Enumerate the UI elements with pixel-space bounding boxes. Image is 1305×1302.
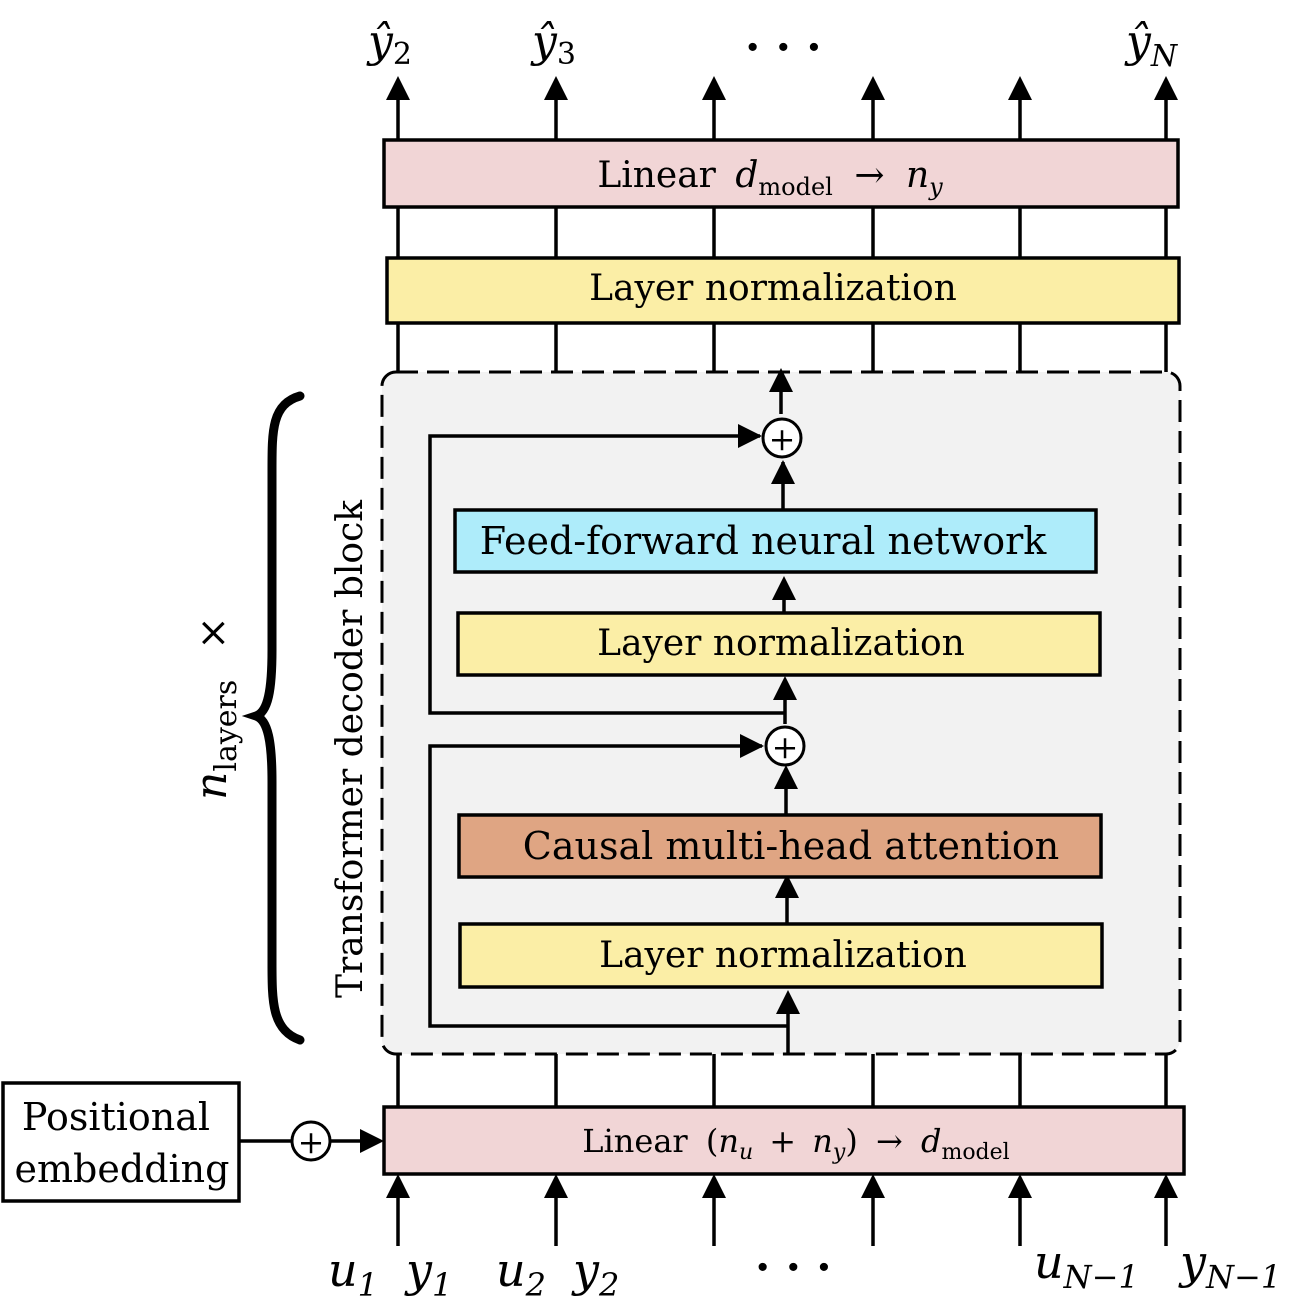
output-arrows [396,82,1168,140]
feed-forward-network: Feed-forward neural network [453,508,1098,574]
input-yN1: yN−1 [1178,1235,1281,1296]
add-icon: + [772,728,799,766]
layer-norm-2-label: Layer normalization [597,623,965,664]
output-yN: ŷN [1124,16,1179,74]
positional-add: + [290,1120,332,1162]
input-u1: u1 [328,1243,378,1302]
attention-label: Causal multi-head attention [523,824,1059,868]
repeat-brace [241,391,305,1045]
ffn-label: Feed-forward neural network [480,519,1048,563]
add-icon: + [298,1123,325,1161]
input-ellipsis: · · · [755,1242,832,1293]
input-y1: y1 [404,1243,452,1302]
output-y2: ŷ2 [366,16,412,72]
add-icon: + [769,420,796,458]
input-uN1: uN−1 [1034,1235,1139,1296]
layer-norm-1: Layer normalization [458,922,1104,989]
connectors-top [396,207,1168,372]
positional-line1: Positional [22,1095,210,1139]
input-y2: y2 [571,1243,619,1302]
input-u2: u2 [496,1243,546,1302]
connectors-bottom [396,1054,1168,1107]
layer-norm-final-label: Layer normalization [589,268,957,309]
positional-embedding: Positional embedding [1,1081,241,1203]
block-title: Transformer decoder block [330,499,371,998]
linear-input-label: Linear (nu + ny) → dmodel [582,1122,1009,1167]
positional-arrowhead [360,1129,384,1153]
output-y3: ŷ3 [530,16,576,72]
causal-attention: Causal multi-head attention [457,813,1103,879]
linear-input-layer: Linear (nu + ny) → dmodel [382,1105,1186,1176]
layer-norm-1-label: Layer normalization [599,935,967,976]
positional-line2: embedding [15,1147,230,1191]
linear-output-label: Linear dmodel → ny [597,155,943,204]
output-arrowheads [386,76,1178,100]
block-flow-arrowheads [738,368,800,1014]
layer-norm-2: Layer normalization [456,611,1102,677]
output-ellipsis: · · · [745,22,822,73]
residual-add-1: + [764,725,806,767]
input-arrowheads [386,1174,1178,1198]
repeat-count-label: nlayers× [186,616,244,800]
layer-norm-final: Layer normalization [385,256,1181,325]
block-flow-lines [428,378,790,1054]
linear-output-layer: Linear dmodel → ny [382,138,1180,209]
residual-add-2: + [761,417,803,459]
